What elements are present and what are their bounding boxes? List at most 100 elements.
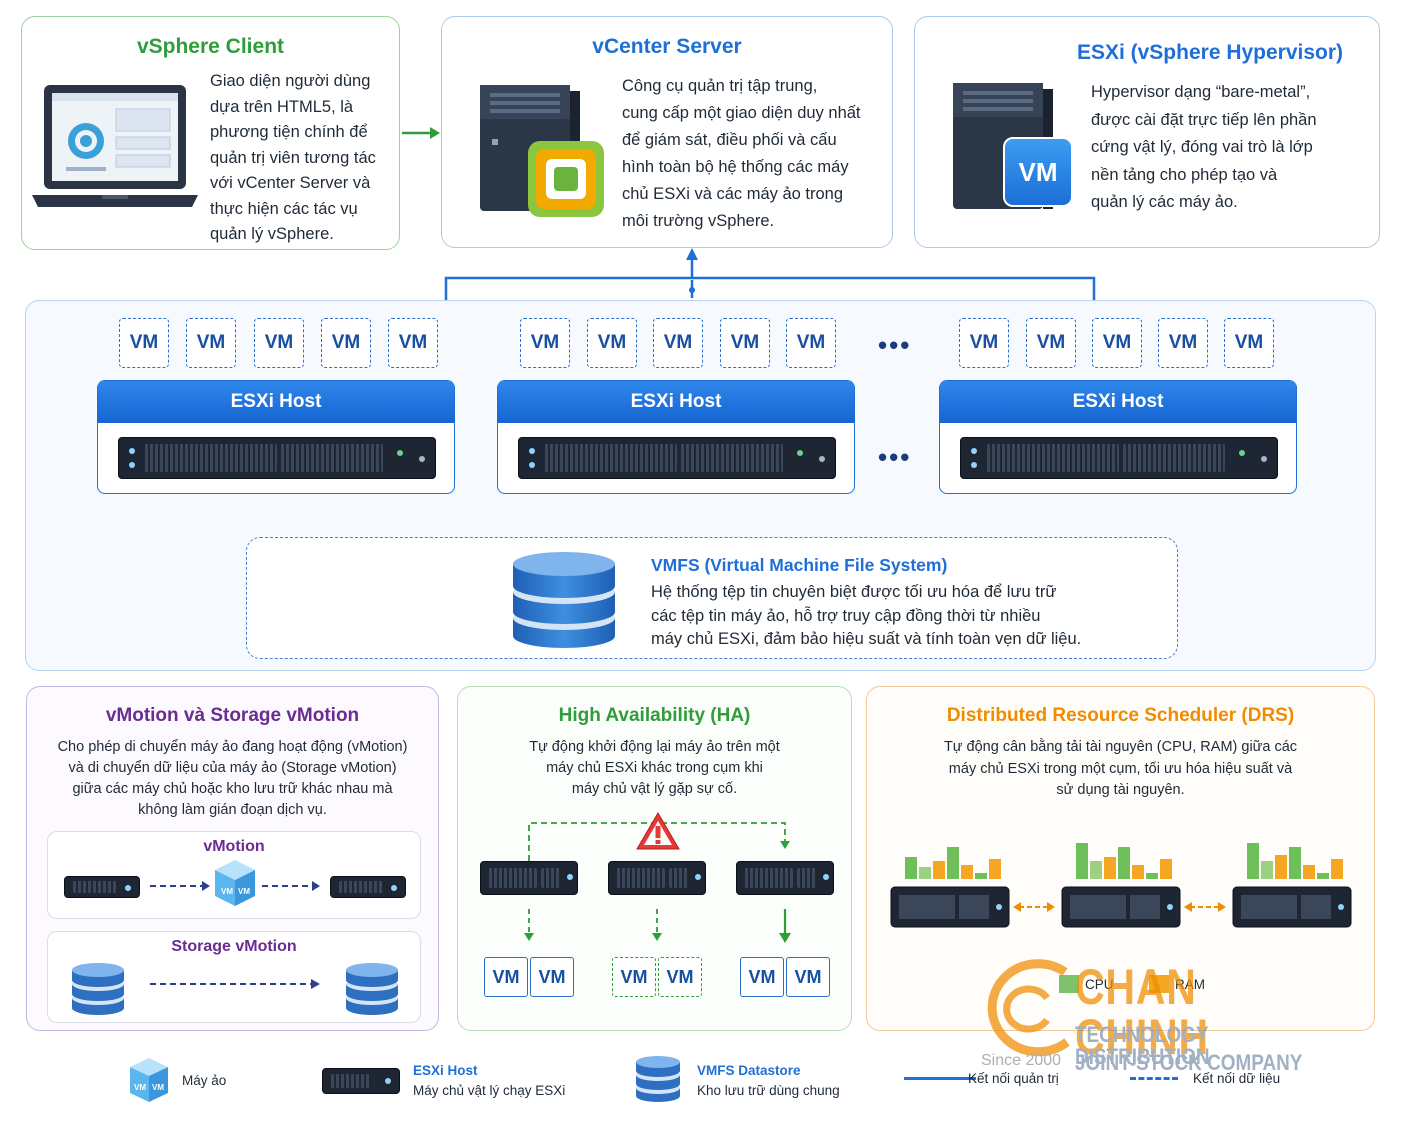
- vmotion-flow: [150, 881, 320, 891]
- resource-bar: [1247, 843, 1259, 879]
- desc-line: để giám sát, điều phối và cấu: [622, 131, 837, 149]
- ha-card-title: High Availability (HA): [558, 705, 751, 726]
- desc-line: quản trị viên tương tác: [210, 148, 376, 167]
- vcenter-title: vCenter Server: [592, 35, 742, 58]
- esxi-host-label: ESXi Host: [498, 381, 854, 423]
- vm-icon: VM: [388, 318, 438, 368]
- esxi-hypervisor-card: ESXi (vSphere Hypervisor) VM Hypervisor …: [914, 16, 1380, 248]
- rack-grill: [959, 895, 989, 919]
- legend-vmfs-desc: Kho lưu trữ dùng chung: [697, 1083, 840, 1098]
- legend-esxi-desc: Máy chủ vật lý chạy ESXi: [413, 1083, 566, 1098]
- watermark-line2: JOINT-STOCK COMPANY: [1075, 1050, 1303, 1075]
- desc-line: không làm gián đoạn dịch vụ.: [138, 802, 327, 818]
- server-rack-icon: [960, 437, 1278, 479]
- database-icon: [636, 1056, 680, 1102]
- resource-bar: [1076, 843, 1088, 879]
- company-logo-icon: [987, 959, 1070, 1057]
- vmotion-subpanel: vMotion VM VM: [47, 831, 421, 919]
- resource-bar: [989, 859, 1001, 879]
- vcenter-desc: Công cụ quản trị tập trung, cung cấp một…: [622, 73, 861, 235]
- vm-icon: VM: [720, 318, 770, 368]
- desc-line: sử dụng tài nguyên.: [1056, 782, 1185, 798]
- desc-line: được cài đặt trực tiếp lên phần: [1091, 110, 1317, 129]
- cpu-legend-swatch: [1059, 975, 1079, 993]
- server-rack-icon: [736, 861, 834, 895]
- ha-card-desc: Tự động khởi động lại máy ảo trên một má…: [458, 737, 851, 800]
- vmotion-card-desc: Cho phép di chuyển máy ảo đang hoạt động…: [27, 737, 438, 821]
- resource-bar: [1331, 859, 1343, 879]
- desc-line: cứng vật lý, đóng vai trò là lớp: [1091, 138, 1313, 156]
- resource-bar: [1146, 873, 1158, 879]
- resource-bar: [1090, 861, 1102, 879]
- legend-mgmt-label: Kết nối quản trị: [968, 1071, 1059, 1086]
- vm-icon: VM: [658, 957, 702, 997]
- rack-grill: [1241, 895, 1297, 919]
- resource-bar: [905, 857, 917, 879]
- desc-line: phương tiện chính để: [210, 123, 368, 141]
- desc-line: Cho phép di chuyển máy ảo đang hoạt động…: [57, 739, 408, 755]
- rack-grill: [899, 895, 955, 919]
- desc-line: cung cấp một giao diện duy nhất: [622, 104, 861, 122]
- vmotion-card: vMotion và Storage vMotion Cho phép di c…: [26, 686, 439, 1031]
- drs-card-desc: Tự động cân bằng tải tài nguyên (CPU, RA…: [867, 737, 1374, 802]
- watermark-brand: CHAN CHINH: [1075, 959, 1209, 1065]
- resource-bar: [1275, 855, 1287, 879]
- vm-icon: VM: [254, 318, 304, 368]
- desc-line: máy chủ vật lý gặp sự cố.: [571, 781, 738, 797]
- esxi-hypervisor-title: ESXi (vSphere Hypervisor): [1076, 41, 1344, 64]
- resource-bar: [1160, 859, 1172, 879]
- desc-line: thực hiện các tác vụ: [210, 199, 358, 218]
- ellipsis: •••: [878, 330, 912, 360]
- server-rack-icon: [608, 861, 706, 895]
- esxi-host-3: ESXi Host: [939, 380, 1297, 494]
- vm-icon: VM: [1092, 318, 1142, 368]
- vm-icon: VM: [786, 318, 836, 368]
- desc-line: các tệp tin máy ảo, hỗ trợ truy cập đồng…: [651, 606, 1041, 625]
- vm-icon: VM: [587, 318, 637, 368]
- company-watermark: CHAN CHINH TECHNOLOGY DISTRIBUTION JOINT…: [975, 958, 1385, 1074]
- server-rack-icon: [118, 437, 436, 479]
- drs-card-title: Distributed Resource Scheduler (DRS): [946, 705, 1295, 726]
- desc-line: và di chuyển dữ liệu của máy ảo (Storage…: [68, 760, 397, 776]
- vm-icon: VM: [1158, 318, 1208, 368]
- resource-bar: [1317, 873, 1329, 879]
- esxi-hypervisor-desc: Hypervisor dạng “bare-metal”, được cài đ…: [1091, 79, 1317, 217]
- esxi-host-label: ESXi Host: [940, 381, 1296, 423]
- rack-led: [1338, 904, 1344, 910]
- legend-data-label: Kết nối dữ liệu: [1193, 1071, 1281, 1086]
- legend-mgmt-line: [904, 1077, 976, 1080]
- vsphere-client-title: vSphere Client: [136, 35, 285, 58]
- resource-bar: [1303, 865, 1315, 879]
- desc-line: Hệ thống tệp tin chuyên biệt được tối ưu…: [651, 583, 1057, 601]
- vmotion-label: vMotion: [203, 838, 265, 855]
- legend-esxi-title: ESXi Host: [413, 1063, 478, 1078]
- storage-flow-arrow: [150, 979, 320, 989]
- vm-icon: VM: [1026, 318, 1076, 368]
- ellipsis: •••: [878, 442, 912, 472]
- vm-icon: VM: [484, 957, 528, 997]
- svg-text:VM: VM: [238, 887, 250, 896]
- database-icon: [72, 963, 124, 1015]
- vm-icon: VM: [321, 318, 371, 368]
- vmfs-box: VMFS (Virtual Machine File System) Hệ th…: [246, 537, 1178, 659]
- resource-bar: [1289, 847, 1301, 879]
- desc-line: máy chủ ESXi trong một cụm, tối ưu hóa h…: [948, 760, 1293, 777]
- resource-bar: [919, 867, 931, 879]
- vm-icon: VM: [1224, 318, 1274, 368]
- vsphere-client-desc: Giao diện người dùng dựa trên HTML5, là …: [210, 69, 376, 248]
- legend-vmfs-title: VMFS Datastore: [697, 1063, 801, 1078]
- vm-icon: VM: [786, 957, 830, 997]
- legend-data-line: [1130, 1077, 1178, 1080]
- vm-icon: VM: [530, 957, 574, 997]
- desc-line: máy chủ ESXi khác trong cụm khi: [546, 760, 763, 776]
- desc-line: quản lý các máy ảo.: [1091, 193, 1238, 211]
- vsphere-client-card: vSphere Client Giao diện người dùng dựa …: [21, 16, 400, 250]
- svg-text:VM: VM: [152, 1083, 164, 1092]
- vm-cube-icon: VM VM: [215, 860, 255, 906]
- balance-arrowhead: [1218, 902, 1226, 912]
- ha-card: High Availability (HA) Tự động khởi động…: [457, 686, 852, 1031]
- server-rack-icon: [480, 861, 578, 895]
- vm-icon: VM: [653, 318, 703, 368]
- storage-vmotion-subpanel: Storage vMotion: [47, 931, 421, 1023]
- vm-cube-icon: VM VM: [130, 1058, 168, 1102]
